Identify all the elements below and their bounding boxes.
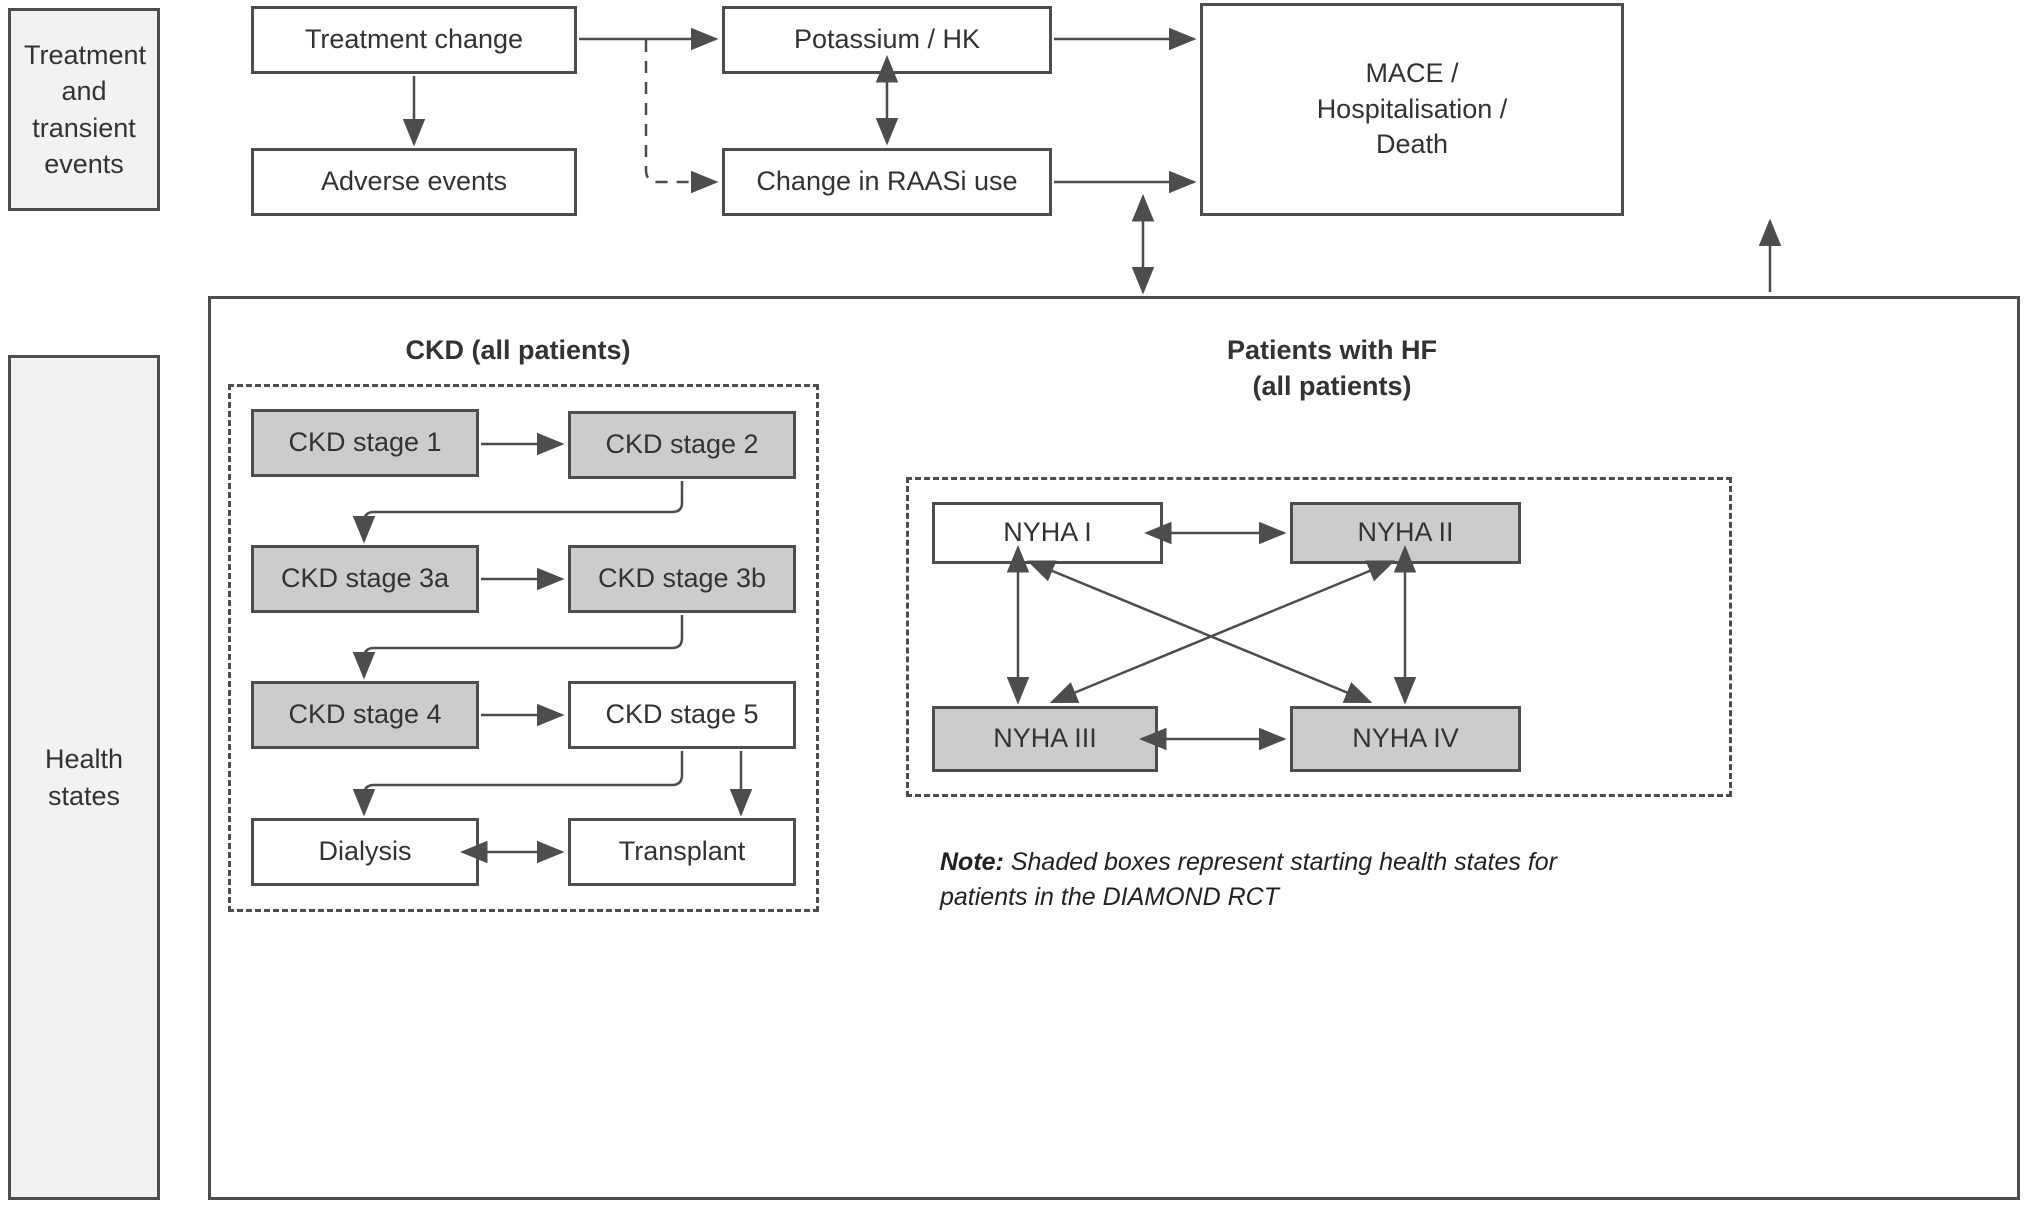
hf-group-title-line2: (all patients) [1252,371,1412,402]
node-ckd-stage-4[interactable]: CKD stage 4 [251,681,479,749]
node-adverse-events[interactable]: Adverse events [251,148,577,216]
node-treatment-change-label: Treatment change [304,24,524,55]
health-states-container [208,296,2020,1200]
node-ckd-stage-3b-label: CKD stage 3b [597,563,767,594]
node-transplant[interactable]: Transplant [568,818,796,886]
band-treatment-label: Treatment and transient events [24,39,147,179]
arrow-treatment-to-raasi-dashed [644,40,719,194]
node-ckd-stage-5-label: CKD stage 5 [605,699,759,730]
node-nyha-4[interactable]: NYHA IV [1290,706,1521,772]
note-text: Note: Shaded boxes represent starting he… [940,845,1600,915]
node-treatment-change[interactable]: Treatment change [251,6,577,74]
node-change-in-raasi-use-label: Change in RAASi use [756,166,1018,197]
node-mace-hospitalisation-death[interactable]: MACE / Hospitalisation / Death [1200,3,1624,216]
ckd-group-title-text: CKD (all patients) [405,335,631,365]
node-change-in-raasi-use[interactable]: Change in RAASi use [722,148,1052,216]
node-nyha-1[interactable]: NYHA I [932,502,1163,564]
band-health-states: Health states [8,355,160,1200]
node-potassium-hk-label: Potassium / HK [793,24,981,55]
node-ckd-stage-2-label: CKD stage 2 [605,429,759,460]
node-dialysis-label: Dialysis [318,836,412,867]
hf-dashed-region [906,477,1732,797]
node-adverse-events-label: Adverse events [320,166,508,197]
node-ckd-stage-4-label: CKD stage 4 [288,699,442,730]
node-ckd-stage-3b[interactable]: CKD stage 3b [568,545,796,613]
hf-group-title: Patients with HF (all patients) [1130,332,1534,405]
node-nyha-4-label: NYHA IV [1352,723,1459,754]
note-body: Shaded boxes represent starting health s… [940,848,1558,911]
node-mace-label: MACE / Hospitalisation / Death [1316,58,1508,160]
node-ckd-stage-3a[interactable]: CKD stage 3a [251,545,479,613]
node-ckd-stage-2[interactable]: CKD stage 2 [568,411,796,479]
node-nyha-2-label: NYHA II [1357,517,1454,548]
node-nyha-1-label: NYHA I [1003,517,1092,548]
node-nyha-3[interactable]: NYHA III [932,706,1158,772]
ckd-dashed-region [228,384,819,912]
note-prefix: Note: [940,848,1004,876]
hf-group-title-line1: Patients with HF [1226,335,1437,365]
band-treatment-and-transient-events: Treatment and transient events [8,8,160,211]
node-ckd-stage-3a-label: CKD stage 3a [280,563,450,594]
node-ckd-stage-1-label: CKD stage 1 [288,427,442,458]
node-nyha-2[interactable]: NYHA II [1290,502,1521,564]
node-transplant-label: Transplant [618,836,746,867]
node-ckd-stage-5[interactable]: CKD stage 5 [568,681,796,749]
node-ckd-stage-1[interactable]: CKD stage 1 [251,409,479,477]
band-health-states-label: Health states [44,744,124,811]
node-dialysis[interactable]: Dialysis [251,818,479,886]
node-nyha-3-label: NYHA III [993,723,1097,754]
ckd-group-title: CKD (all patients) [300,332,736,368]
node-potassium-hk[interactable]: Potassium / HK [722,6,1052,74]
